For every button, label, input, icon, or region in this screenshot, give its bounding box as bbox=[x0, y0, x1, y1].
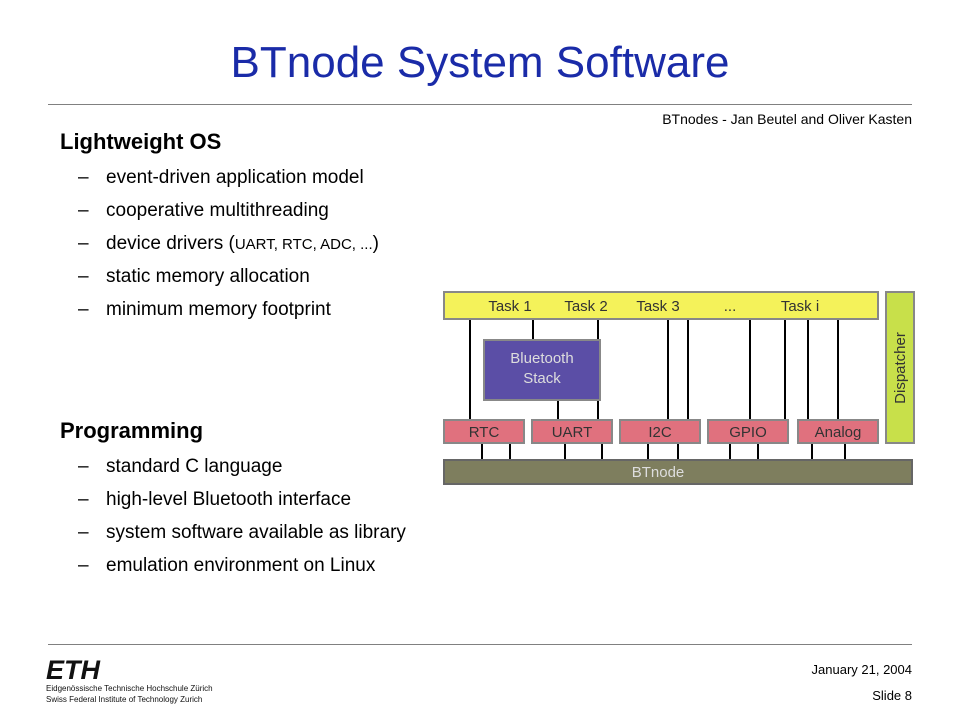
btnode-base-bar bbox=[443, 459, 913, 485]
dispatcher-label: Dispatcher bbox=[892, 332, 909, 404]
task-1-label: Task 1 bbox=[488, 298, 531, 315]
eth-logo-institution-en: Swiss Federal Institute of Technology Zu… bbox=[46, 695, 202, 704]
bullet-item: –system software available as library bbox=[78, 522, 406, 543]
analog-label: Analog bbox=[815, 424, 862, 441]
bullet-item: –minimum memory footprint bbox=[78, 299, 331, 320]
header-credit: BTnodes - Jan Beutel and Oliver Kasten bbox=[662, 111, 912, 127]
task-3-label: Task 3 bbox=[636, 298, 679, 315]
task-2-label: Task 2 bbox=[564, 298, 607, 315]
gpio-label: GPIO bbox=[729, 424, 767, 441]
bluetooth-stack-box bbox=[483, 339, 601, 401]
slide-title: BTnode System Software bbox=[230, 38, 730, 87]
uart-box bbox=[531, 419, 613, 444]
analog-box bbox=[797, 419, 879, 444]
bullet-list-os: –event-driven application model –coopera… bbox=[78, 166, 379, 331]
rtc-box bbox=[443, 419, 525, 444]
dispatcher-box bbox=[885, 291, 915, 444]
rtc-label: RTC bbox=[469, 424, 500, 441]
bullet-item: –emulation environment on Linux bbox=[78, 555, 376, 576]
task-i-label: Task i bbox=[781, 298, 819, 315]
bullet-item: –high-level Bluetooth interface bbox=[78, 489, 352, 510]
bullet-item: –standard C language bbox=[78, 456, 283, 477]
bluetooth-stack-label-line1: Bluetooth bbox=[510, 350, 573, 367]
section-heading-programming: Programming bbox=[60, 418, 204, 443]
i2c-box bbox=[619, 419, 701, 444]
bullet-item: –event-driven application model bbox=[78, 167, 364, 188]
bullet-item: –device drivers (UART, RTC, ADC, ...) bbox=[78, 233, 379, 254]
bullet-list-programming: –standard C language –high-level Bluetoo… bbox=[78, 455, 406, 587]
drivers-detail: UART, RTC, ADC, ... bbox=[234, 236, 373, 253]
architecture-diagram: Task 1 Task 2 Task 3 ... Task i Bluetoot… bbox=[443, 291, 915, 485]
tasks-bar bbox=[443, 291, 879, 320]
task-ellipsis-label: ... bbox=[724, 298, 737, 315]
uart-label: UART bbox=[552, 424, 593, 441]
i2c-label: I2C bbox=[648, 424, 672, 441]
top-divider bbox=[48, 104, 912, 105]
bluetooth-stack-label-line2: Stack bbox=[523, 370, 561, 387]
bottom-divider bbox=[48, 644, 912, 645]
eth-logo: ETH Eidgenössische Technische Hochschule… bbox=[46, 655, 213, 704]
section-heading-os: Lightweight OS bbox=[60, 129, 222, 154]
btnode-label: BTnode bbox=[632, 464, 685, 481]
eth-logo-institution-de: Eidgenössische Technische Hochschule Zür… bbox=[46, 684, 213, 693]
gpio-box bbox=[707, 419, 789, 444]
connector-lines bbox=[469, 317, 846, 460]
eth-logo-wordmark: ETH bbox=[46, 655, 101, 685]
bullet-item: –cooperative multithreading bbox=[78, 200, 329, 221]
footer-date: January 21, 2004 bbox=[811, 662, 912, 677]
slide-number: Slide 8 bbox=[872, 688, 912, 703]
bullet-item: –static memory allocation bbox=[78, 266, 310, 287]
